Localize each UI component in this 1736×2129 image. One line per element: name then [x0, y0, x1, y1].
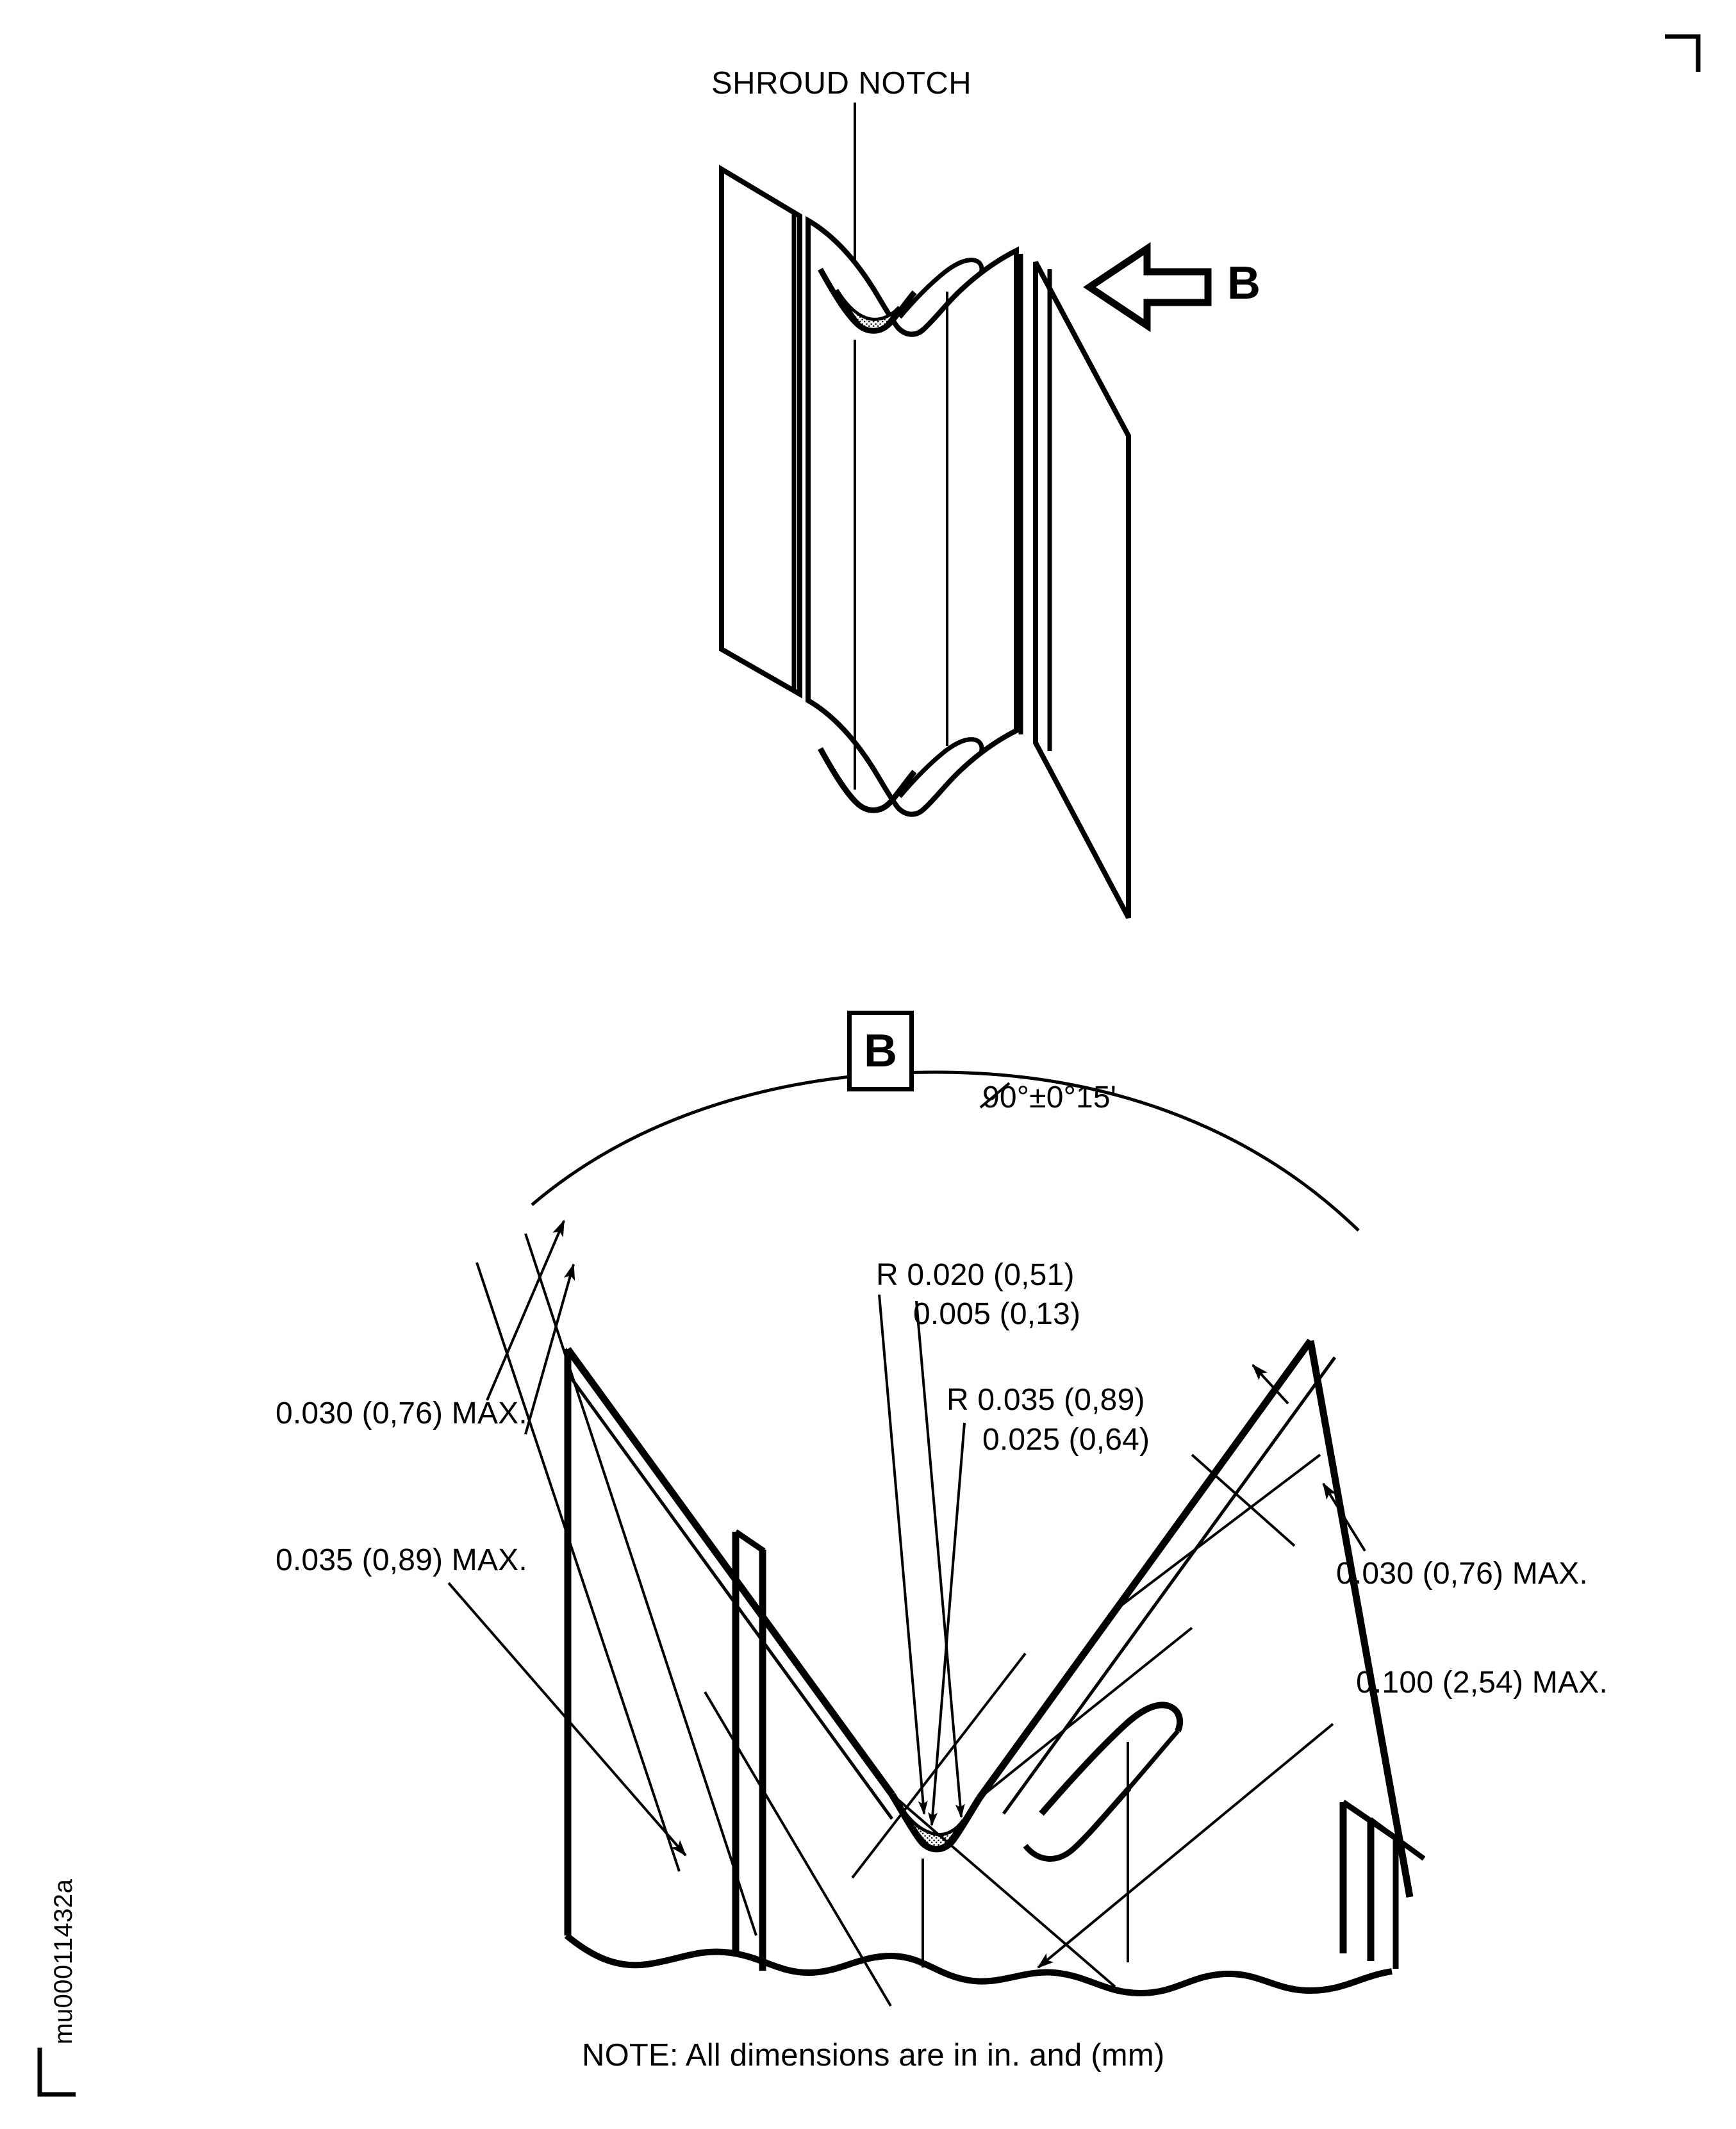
section-view-b [447, 1070, 1426, 2007]
dimension-right-lower: 0.100 (2,54) MAX. [1356, 1666, 1608, 1700]
top-isometric-view [719, 103, 1131, 919]
leader-radius-callout-2 [928, 1422, 966, 1827]
section-view-tag-letter: B [864, 1025, 897, 1077]
dimension-left-lower: 0.035 (0,89) MAX. [276, 1543, 527, 1577]
note-text: NOTE: All dimensions are in in. and (mm) [582, 2038, 1165, 2073]
leader-radius-callout-1 [878, 1294, 965, 1818]
angle-reference-arc [531, 1070, 1360, 1232]
dimension-left-upper: 0.030 (0,76) MAX. [276, 1396, 527, 1430]
dim-leader-right-upper [1107, 1364, 1366, 1616]
radius-callout-2-line1: R 0.035 (0,89) [947, 1383, 1145, 1417]
dim-leader-left-upper [475, 1220, 757, 1936]
shroud-left-flange [719, 164, 802, 699]
angle-dimension-label: 90°±0°15' [982, 1081, 1117, 1114]
view-direction-arrow-b [1083, 242, 1212, 333]
corner-registration-mark-bottom-left [37, 2048, 76, 2097]
corner-registration-mark-top-right [1665, 34, 1701, 72]
corrugation-crest-fold [898, 258, 984, 319]
figure-code-wrap: mu00011432a [49, 1878, 78, 2044]
shroud-web-panel [806, 216, 1019, 817]
left-leg-top-surface [565, 1346, 895, 1797]
dimension-right-upper: 0.030 (0,76) MAX. [1336, 1557, 1588, 1591]
right-leg-crest-fold [1039, 1702, 1184, 1816]
shroud-right-flange [1033, 261, 1131, 919]
radius-callout-1-line2: 0.005 (0,13) [913, 1297, 1081, 1331]
right-leg-outer-edge [1307, 1340, 1414, 1898]
notch-valley-edge [818, 267, 917, 334]
view-arrow-letter-b: B [1227, 258, 1261, 309]
radius-callout-2-line2: 0.025 (0,64) [982, 1423, 1150, 1457]
break-line [564, 1933, 1393, 1997]
section-view-tag-box: B [847, 1011, 914, 1091]
notch-root-fillet [900, 1807, 965, 1850]
radius-callout-1-line1: R 0.020 (0,51) [876, 1258, 1075, 1292]
dim-leader-right-lower [1037, 1723, 1334, 1969]
right-leg-top-surface [976, 1338, 1314, 1801]
figure-code: mu00011432a [49, 1878, 78, 2044]
dim-leader-left-lower [447, 1582, 687, 1857]
shroud-notch-label: SHROUD NOTCH [711, 66, 972, 101]
